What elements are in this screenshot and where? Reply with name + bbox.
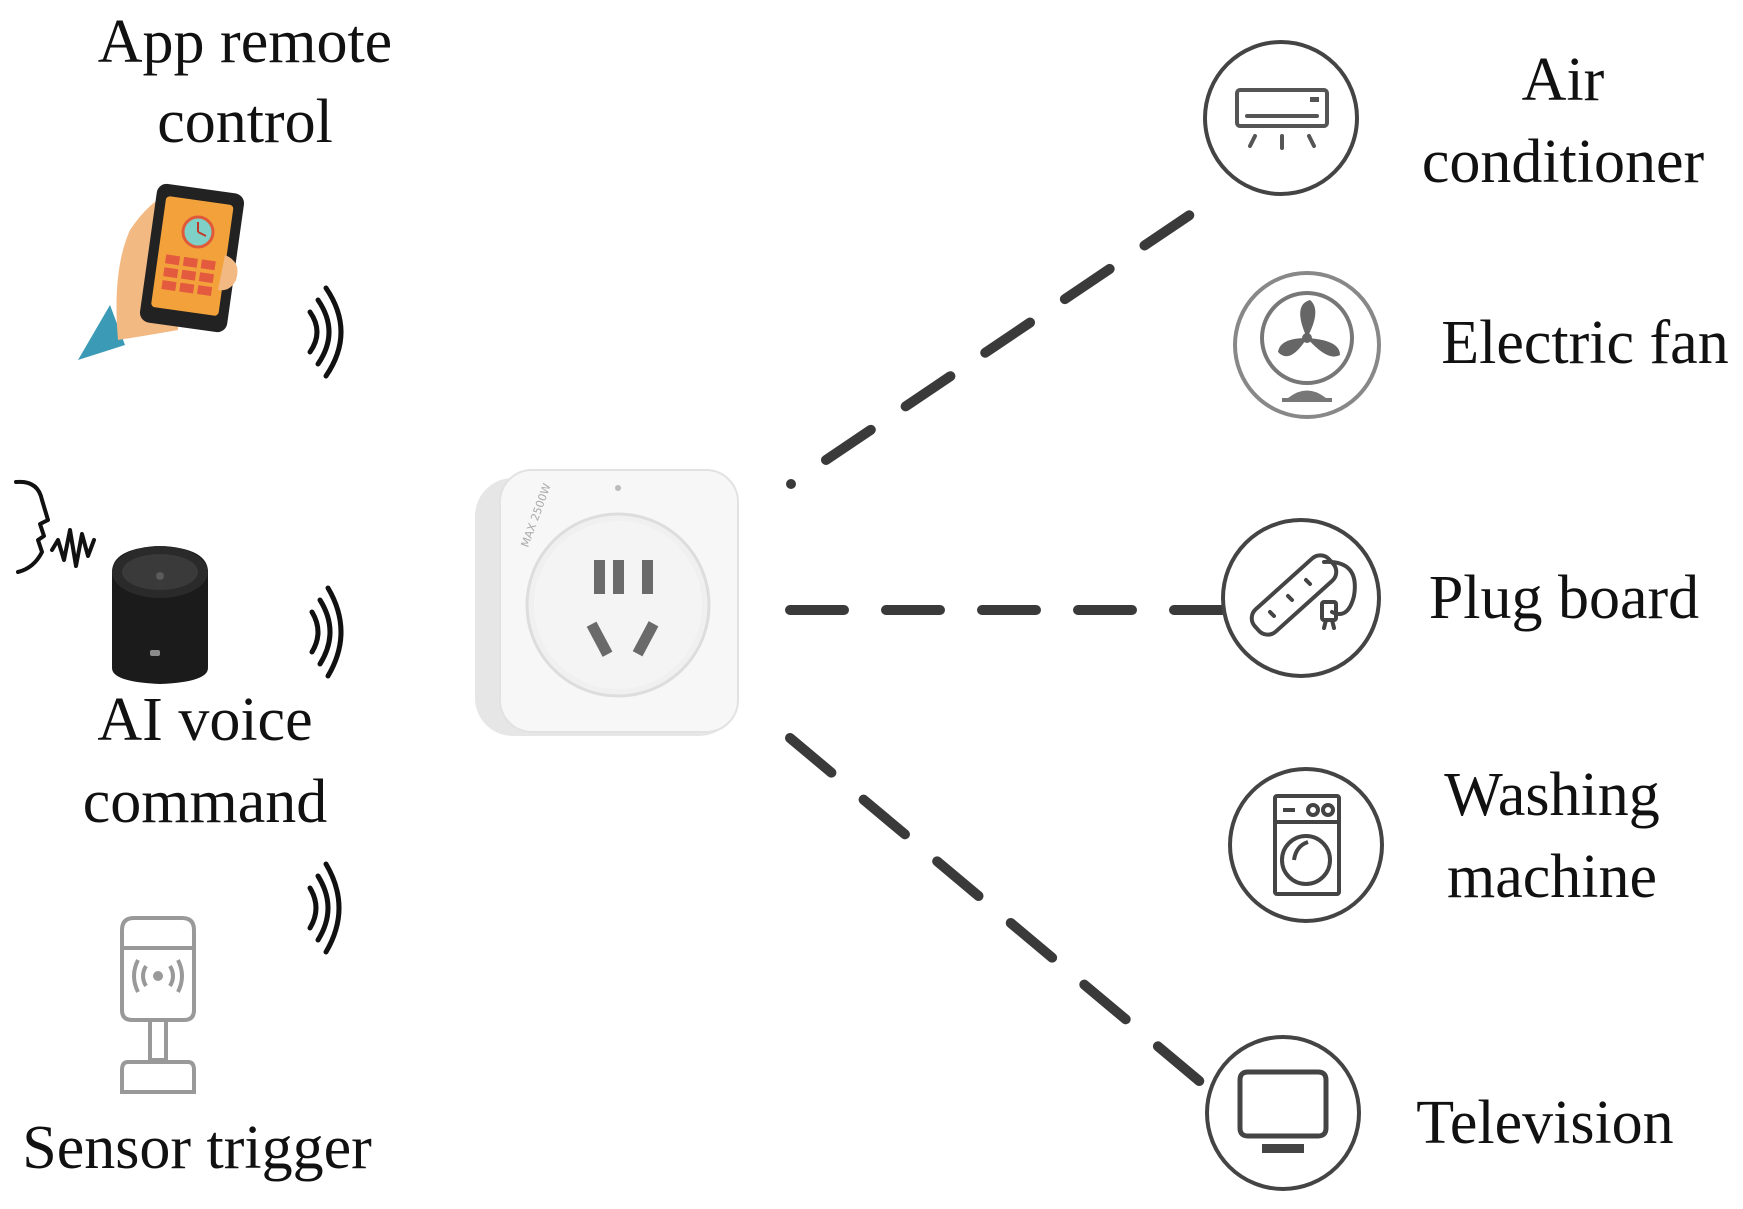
app-remote-label-line1: App remote <box>98 8 392 76</box>
washing-machine-circle <box>1228 767 1384 923</box>
washing-machine-label-line2: machine <box>1447 843 1657 911</box>
wireless-signal-icon <box>309 585 344 679</box>
smart-speaker-icon <box>112 546 208 684</box>
electric-fan-icon <box>1260 291 1354 402</box>
washing-machine-item: Washing machine <box>1228 761 1660 923</box>
sensor-trigger-label: Sensor trigger <box>22 1114 372 1182</box>
electric-fan-item: Electric fan <box>1233 271 1729 419</box>
speaking-face-icon <box>14 479 96 574</box>
air-conditioner-label-line1: Air <box>1522 46 1605 114</box>
wireless-signal-icon <box>307 285 344 379</box>
air-conditioner-item: Air conditioner <box>1203 40 1705 196</box>
plug-board-label: Plug board <box>1429 564 1699 632</box>
connection-dot <box>786 479 796 489</box>
plug-board-item: Plug board <box>1221 518 1699 678</box>
motion-sensor-icon <box>120 916 196 1094</box>
app-remote-label-line2: control <box>157 88 333 156</box>
plug-board-circle <box>1221 518 1381 678</box>
connection-line-air-conditioner <box>821 195 1217 465</box>
washing-machine-label-line1: Washing <box>1444 761 1659 829</box>
television-circle <box>1205 1035 1361 1191</box>
electric-fan-label: Electric fan <box>1441 309 1728 377</box>
phone-in-hand-icon <box>78 183 245 360</box>
wireless-signal-icon <box>307 861 342 955</box>
television-item: Television <box>1205 1035 1674 1191</box>
washing-machine-icon <box>1273 794 1341 896</box>
air-conditioner-icon <box>1235 88 1329 150</box>
air-conditioner-label-line2: conditioner <box>1422 128 1705 196</box>
connection-lines <box>785 195 1227 1100</box>
ai-voice-label-line1: AI voice <box>97 686 312 754</box>
power-strip-icon <box>1249 553 1357 637</box>
television-label: Television <box>1416 1089 1673 1157</box>
smart-socket-icon: MAX 2500W <box>475 469 739 736</box>
television-icon <box>1237 1069 1329 1153</box>
connection-line-television <box>785 733 1221 1100</box>
ai-voice-label-line2: command <box>83 768 328 836</box>
